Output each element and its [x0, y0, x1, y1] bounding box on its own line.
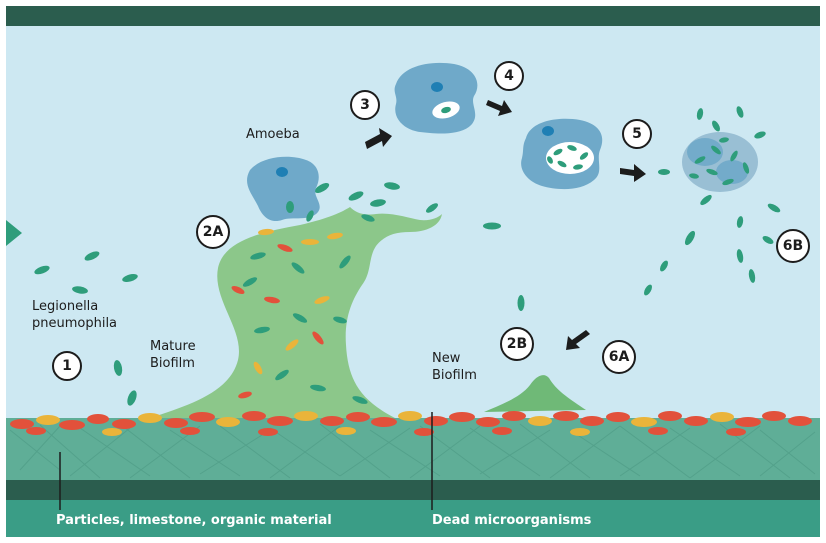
bottom-frame-bar [6, 480, 820, 500]
top-frame-bar [6, 6, 820, 26]
label-particles: Particles, limestone, organic material [56, 513, 332, 528]
label-legionella: Legionella pneumophila [32, 298, 117, 332]
step-badge-2b: 2B [500, 327, 534, 361]
label-dead-microorganisms: Dead microorganisms [432, 513, 591, 528]
amoeba-infected-early [395, 63, 478, 134]
amoeba-infected-late [521, 119, 602, 189]
amoeba-bursting [682, 132, 758, 192]
label-new-biofilm: New Biofilm [432, 350, 477, 384]
step-badge-6b: 6B [776, 229, 810, 263]
step-badge-2a: 2A [196, 215, 230, 249]
step-badge-1: 1 [52, 351, 82, 381]
step-badge-5: 5 [622, 119, 652, 149]
step-badge-6a: 6A [602, 340, 636, 374]
label-amoeba: Amoeba [246, 126, 300, 143]
label-mature-biofilm: Mature Biofilm [150, 338, 196, 372]
step-badge-4: 4 [494, 61, 524, 91]
step-badge-3: 3 [350, 90, 380, 120]
